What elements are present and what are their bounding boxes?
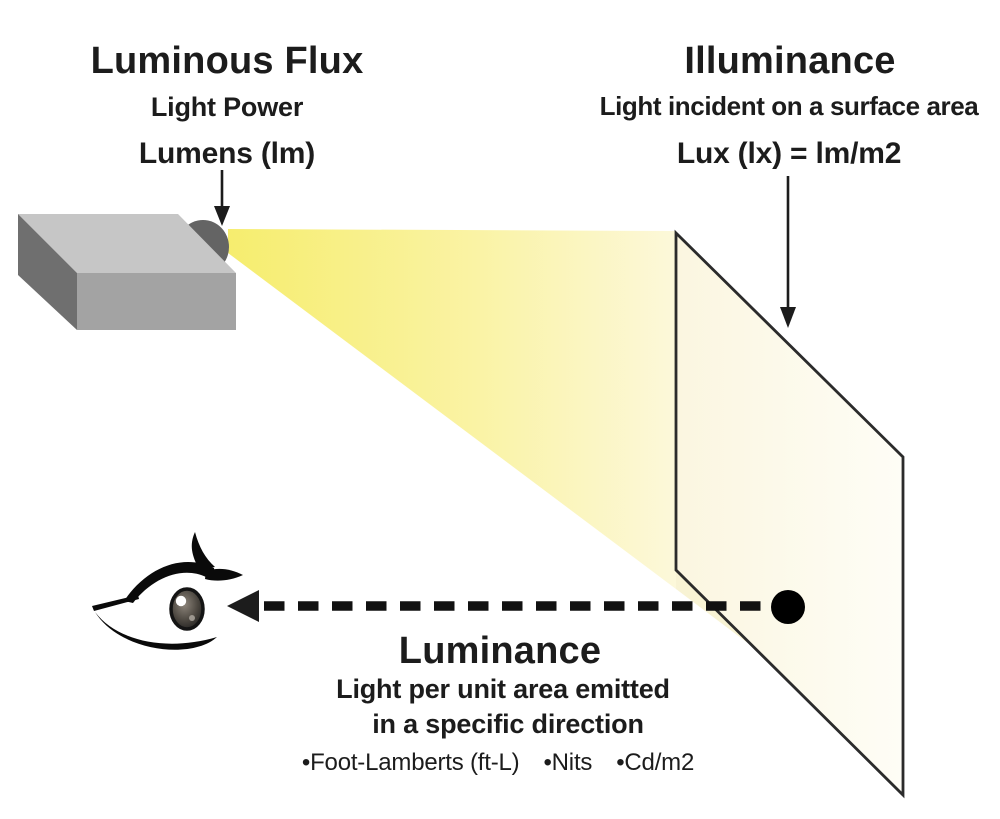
luminance-title: Luminance <box>398 630 602 672</box>
luminance-unit-cdm2: •Cd/m2 <box>616 749 695 776</box>
illuminance-unit: Lux (lx) = lm/m2 <box>676 137 902 170</box>
luminance-unit-foot-lamberts: •Foot-Lamberts (ft-L) <box>301 749 520 776</box>
screen-surface-icon <box>674 229 905 799</box>
luminous-flux-title: Luminous Flux <box>90 40 364 82</box>
luminance-unit-nits: •Nits <box>543 749 593 776</box>
luminance-point-dot-icon <box>771 590 805 624</box>
illuminance-subtitle: Light incident on a surface area <box>599 91 979 121</box>
eye-lash-top <box>191 532 215 569</box>
eye-lash-right <box>205 568 243 581</box>
luminance-subtitle-line1: Light per unit area emitted <box>336 674 670 704</box>
eye-icon <box>92 532 243 650</box>
projector-top-face <box>18 214 236 273</box>
light-beam-icon <box>228 229 676 589</box>
eye-iris <box>169 587 205 631</box>
eye-highlight <box>175 595 187 607</box>
illuminance-title: Illuminance <box>684 40 896 82</box>
gaze-dashed-arrow-icon <box>227 590 769 622</box>
eye-highlight-small <box>189 615 195 621</box>
lumens-arrow-icon <box>214 170 230 226</box>
luminous-flux-subtitle: Light Power <box>150 92 304 122</box>
luminance-units: •Foot-Lamberts (ft-L) •Nits •Cd/m2 <box>302 750 694 775</box>
lux-arrow-icon <box>780 176 796 328</box>
projector-box-icon <box>18 214 236 330</box>
eye-upper-lid <box>124 562 215 603</box>
projector-front-face <box>77 273 236 330</box>
luminous-flux-unit: Lumens (lm) <box>138 137 316 170</box>
eye-corner-line <box>92 595 139 611</box>
projector-side-face <box>18 214 77 330</box>
luminance-subtitle-line2: in a specific direction <box>372 709 644 739</box>
